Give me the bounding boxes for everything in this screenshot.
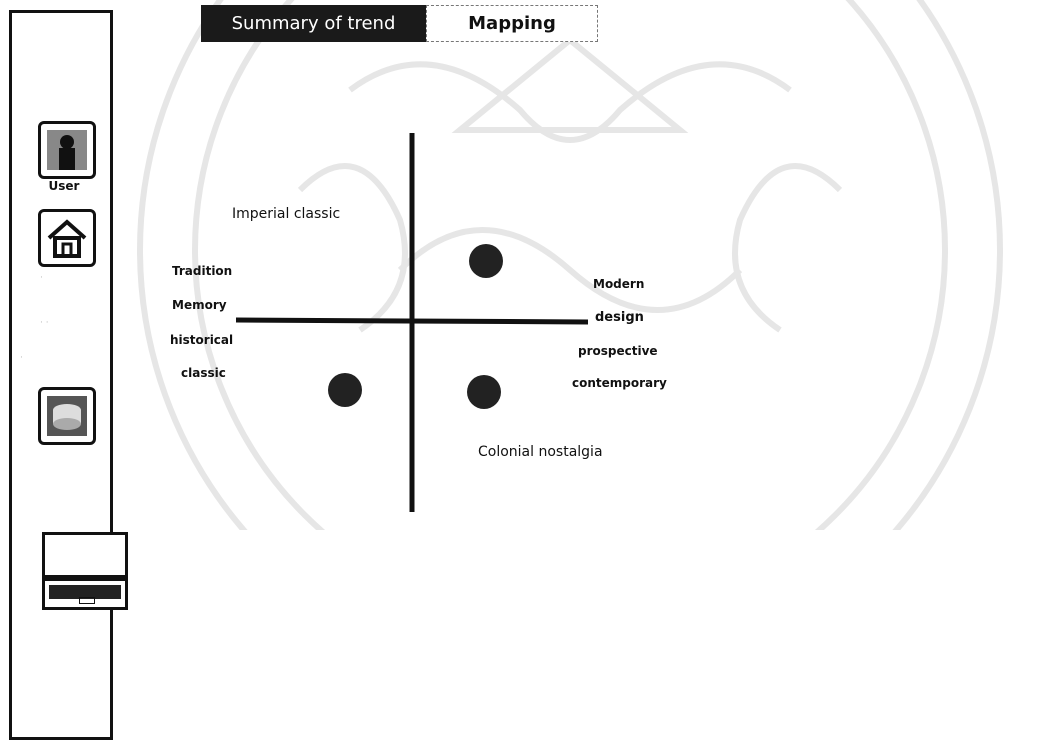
label-prospective: prospective — [578, 344, 658, 358]
label-tradition: Tradition — [172, 264, 233, 278]
tab-summary-of-trend[interactable]: Summary of trend — [201, 5, 426, 42]
user-label: User — [48, 179, 80, 193]
label-memory: Memory — [172, 298, 227, 312]
label-contemporary: contemporary — [572, 376, 667, 390]
position-dot — [467, 375, 501, 409]
label-colonial-nostalgia: Colonial nostalgia — [478, 444, 603, 460]
position-dot — [328, 373, 362, 407]
sidebar: User · · · · — [9, 10, 113, 740]
faint-mark: · — [20, 353, 23, 363]
label-classic: classic — [181, 366, 226, 380]
laptop-keyboard — [42, 578, 128, 610]
faint-mark: · — [40, 273, 43, 283]
keyboard-keys — [49, 585, 121, 599]
label-historical: historical — [170, 333, 234, 347]
touchpad — [79, 597, 95, 604]
faint-mark: · · — [40, 318, 49, 328]
tab-bar: Summary of trend Mapping — [201, 5, 598, 42]
position-dot — [469, 244, 503, 278]
storage-icon[interactable] — [38, 387, 96, 445]
home-icon[interactable] — [38, 209, 96, 267]
label-modern: Modern — [593, 277, 645, 291]
laptop-icon[interactable] — [42, 532, 128, 578]
label-imperial-classic: Imperial classic — [232, 206, 341, 222]
user-icon[interactable] — [38, 121, 96, 179]
tab-mapping[interactable]: Mapping — [426, 5, 598, 42]
horizontal-axis — [235, 317, 589, 325]
label-design: design — [595, 310, 644, 325]
